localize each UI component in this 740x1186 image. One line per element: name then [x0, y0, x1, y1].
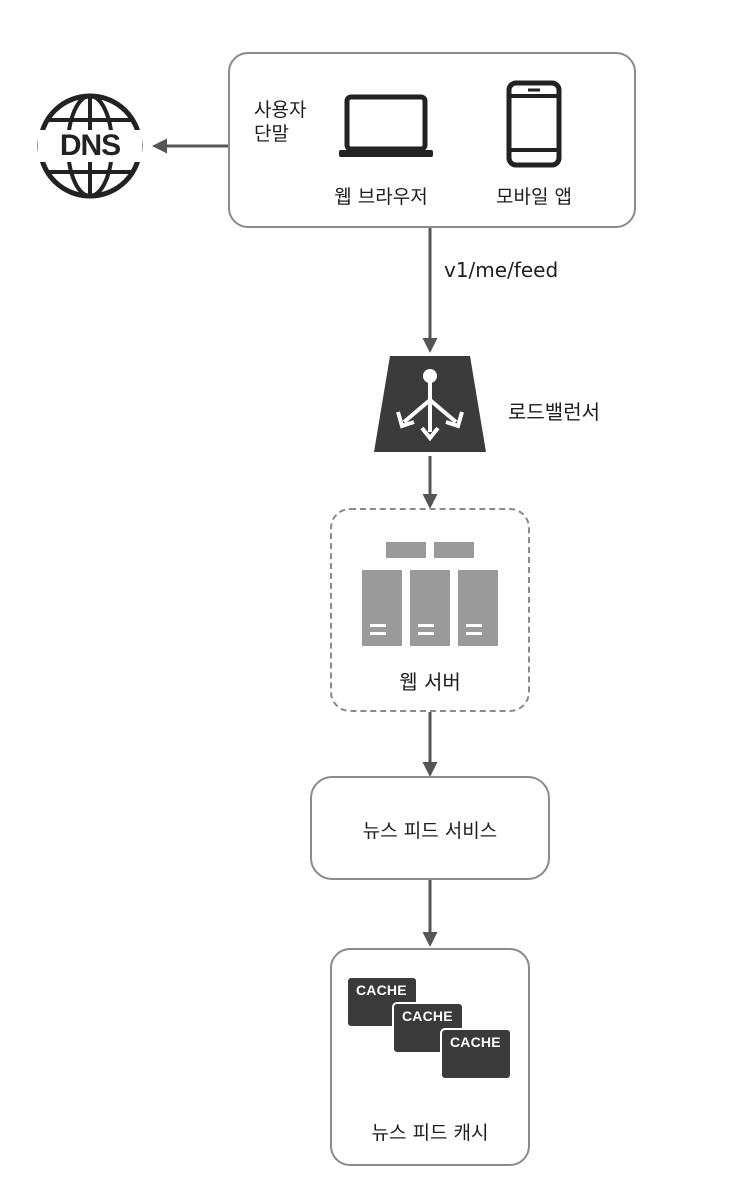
feed-service-box — [310, 776, 550, 880]
client-title: 사용자 단말 — [254, 99, 307, 145]
mobile-label: 모바일 앱 — [496, 186, 572, 208]
dns-node: DNS — [34, 92, 146, 200]
feed-service-label: 뉴스 피드 서비스 — [362, 820, 498, 842]
laptop-icon — [338, 94, 434, 162]
globe-icon — [37, 93, 143, 199]
feed-cache-label: 뉴스 피드 캐시 — [371, 1122, 489, 1144]
dns-label: DNS — [59, 129, 121, 162]
server-rack-right — [456, 568, 500, 648]
mobile-phone-icon — [506, 80, 562, 168]
client-device-box — [228, 52, 636, 228]
server-cap-right — [432, 540, 476, 560]
web-server-label: 웹 서버 — [399, 670, 461, 694]
server-rack-left — [360, 568, 404, 648]
server-rack-middle — [408, 568, 452, 648]
load-balancer-label: 로드밸런서 — [508, 400, 600, 424]
load-balancer-node — [372, 354, 488, 454]
load-balancer-icon — [374, 356, 486, 452]
server-cap-left — [384, 540, 428, 560]
browser-label: 웹 브라우저 — [334, 186, 428, 208]
cache-card-3: CACHE — [440, 1028, 512, 1080]
request-path-label: v1/me/feed — [444, 258, 559, 282]
